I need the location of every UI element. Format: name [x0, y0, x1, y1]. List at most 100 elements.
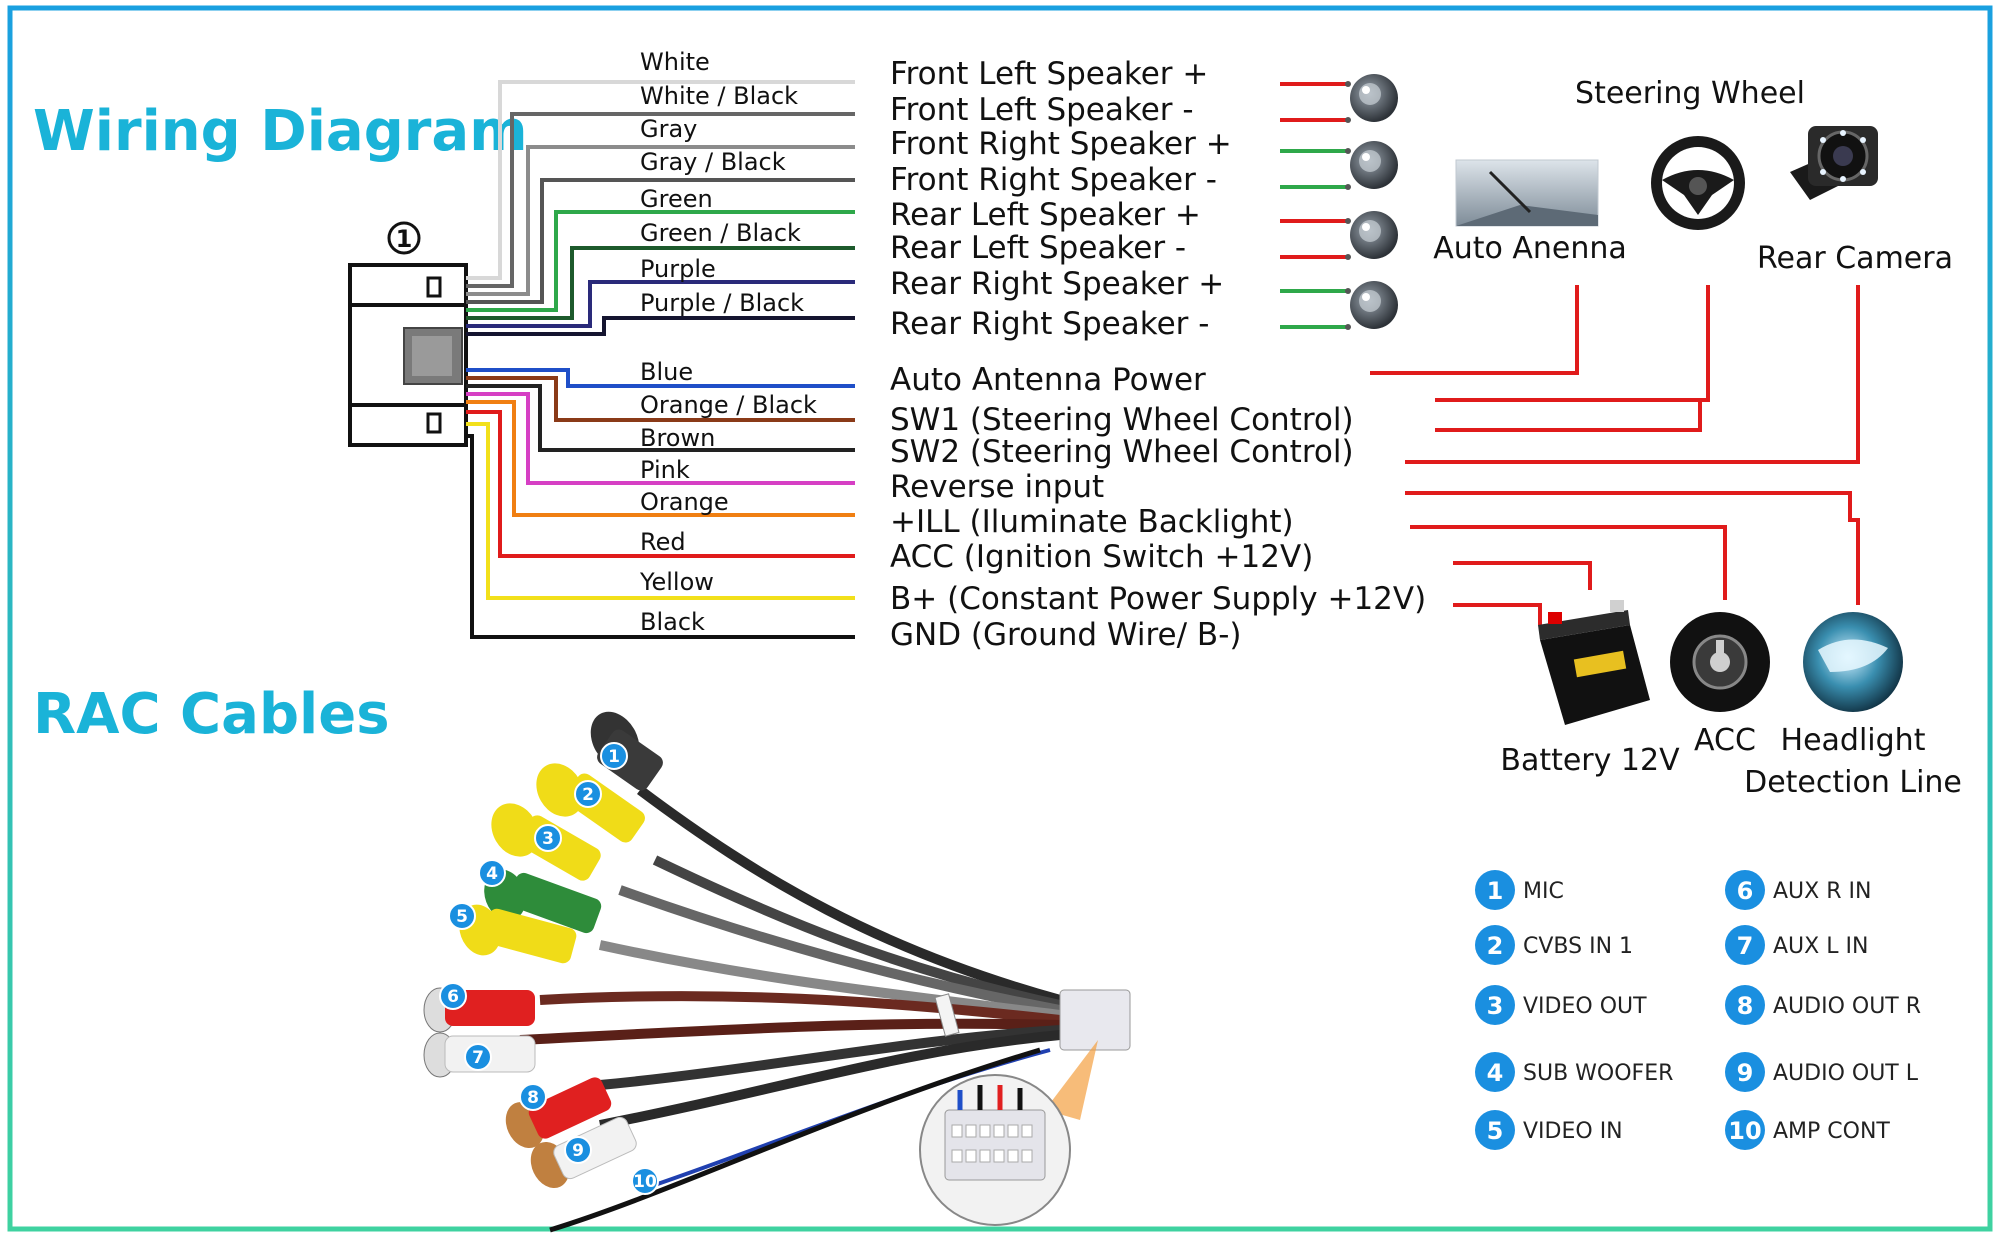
cable-badge-circle	[478, 859, 506, 887]
wire-11	[466, 384, 855, 452]
legend-number: 1	[1487, 877, 1504, 905]
legend-label: CVBS IN 1	[1523, 934, 1633, 959]
feed-line	[1410, 525, 1727, 600]
legend-number: 4	[1487, 1059, 1504, 1087]
wire-2	[466, 112, 855, 288]
wire-function-label: Rear Right Speaker +	[890, 266, 1224, 302]
wire-6	[466, 246, 855, 320]
legend-item: 1 MIC	[1475, 870, 1564, 910]
legend-badge	[1725, 985, 1765, 1025]
wire-function-label: Front Left Speaker -	[890, 92, 1194, 128]
cable-badge-number: 5	[456, 907, 468, 927]
wire-function-label: Reverse input	[890, 469, 1104, 505]
wire-4	[466, 178, 855, 304]
wire-1	[466, 80, 855, 280]
wire-15	[466, 422, 855, 600]
legend-number: 2	[1487, 932, 1504, 960]
wire-color-label: Orange / Black	[640, 391, 817, 419]
wire-3	[466, 145, 855, 296]
speaker-icon	[1350, 281, 1398, 329]
wire-10	[466, 376, 855, 422]
legend-badge	[1725, 925, 1765, 965]
feed-line	[1405, 285, 1860, 464]
wire-color-label: Purple	[640, 255, 716, 283]
wire-color-label: Pink	[640, 456, 690, 484]
acc-label: ACC	[1694, 723, 1756, 758]
legend-label: VIDEO OUT	[1523, 994, 1647, 1019]
legend-number: 3	[1487, 992, 1504, 1020]
rac-cables-title: RAC Cables	[33, 682, 390, 747]
speaker-icon	[1350, 141, 1398, 189]
legend-item: 4 SUB WOOFER	[1475, 1052, 1673, 1092]
wire-color-label: Blue	[640, 358, 693, 386]
wire-function-labels: Front Left Speaker +Front Left Speaker -…	[890, 56, 1426, 653]
wire-function-label: Auto Antenna Power	[890, 362, 1206, 398]
iso-connector: 1	[348, 221, 468, 447]
wire-color-label: Yellow	[639, 568, 714, 596]
auto-antenna-image	[1455, 159, 1599, 227]
cable-badge-circle	[631, 1167, 659, 1195]
steering-wheel-label: Steering Wheel	[1575, 76, 1805, 111]
legend-label: AUX R IN	[1773, 879, 1871, 904]
legend-item: 8 AUDIO OUT R	[1725, 985, 1921, 1025]
wire-color-label: White	[640, 48, 710, 76]
wire-function-label: Rear Left Speaker +	[890, 197, 1201, 233]
cable-badge-number: 3	[542, 829, 554, 849]
connector-number: 1	[396, 225, 413, 253]
legend-number: 10	[1728, 1117, 1761, 1145]
wire-13	[466, 400, 855, 517]
cable-badge-number: 2	[582, 785, 594, 805]
wire-5	[466, 210, 855, 312]
cable-badge-number: 8	[527, 1088, 539, 1108]
legend-number: 5	[1487, 1117, 1504, 1145]
cable-badge-circle	[448, 902, 476, 930]
feed-line	[1435, 285, 1710, 402]
speaker-icon	[1350, 211, 1398, 259]
legend-number: 7	[1737, 932, 1754, 960]
wire-9	[466, 368, 855, 388]
wiring-diagram-title: Wiring Diagram	[33, 99, 528, 164]
wire-color-label: Brown	[640, 424, 715, 452]
legend-badge	[1725, 1110, 1765, 1150]
wire-function-label: SW1 (Steering Wheel Control)	[890, 402, 1354, 438]
legend-label: AUDIO OUT L	[1773, 1061, 1919, 1086]
legend-label: MIC	[1523, 879, 1564, 904]
wire-function-label: Front Left Speaker +	[890, 56, 1208, 92]
legend-label: AMP CONT	[1773, 1119, 1890, 1144]
cable-badge-number: 10	[633, 1172, 657, 1192]
legend-badge	[1725, 1052, 1765, 1092]
feed-line	[1370, 285, 1579, 375]
legend-badge	[1475, 985, 1515, 1025]
device-feed-lines	[1370, 285, 1860, 625]
wire-16	[466, 434, 855, 639]
wire-color-label: Green / Black	[640, 219, 801, 247]
wire-function-label: SW2 (Steering Wheel Control)	[890, 434, 1354, 470]
steering-wheel-icon	[1651, 136, 1745, 230]
legend-item: 2 CVBS IN 1	[1475, 925, 1633, 965]
cable-badge-circle	[464, 1043, 492, 1071]
legend-label: AUX L IN	[1773, 934, 1868, 959]
cable-badge-number: 4	[486, 864, 498, 884]
feed-line	[1453, 561, 1592, 590]
auto-antenna-label: Auto Anenna	[1433, 231, 1627, 266]
legend-badge	[1475, 1052, 1515, 1092]
legend-label: SUB WOOFER	[1523, 1061, 1673, 1086]
wire-12	[466, 392, 855, 485]
legend-number: 8	[1737, 992, 1754, 1020]
wire-7	[466, 280, 855, 328]
feed-line	[1453, 603, 1542, 625]
wire-function-label: Rear Left Speaker -	[890, 230, 1186, 266]
speakers-group	[1280, 74, 1398, 330]
legend-label: AUDIO OUT R	[1773, 994, 1921, 1019]
legend-item: 10 AMP CONT	[1725, 1110, 1890, 1150]
headlight-icon	[1803, 612, 1903, 712]
headlight-label-line2: Detection Line	[1744, 765, 1962, 800]
wire-harness	[466, 80, 855, 639]
legend-badge	[1475, 925, 1515, 965]
cable-badge-circle	[600, 742, 628, 770]
cable-badge-circle	[564, 1136, 592, 1164]
